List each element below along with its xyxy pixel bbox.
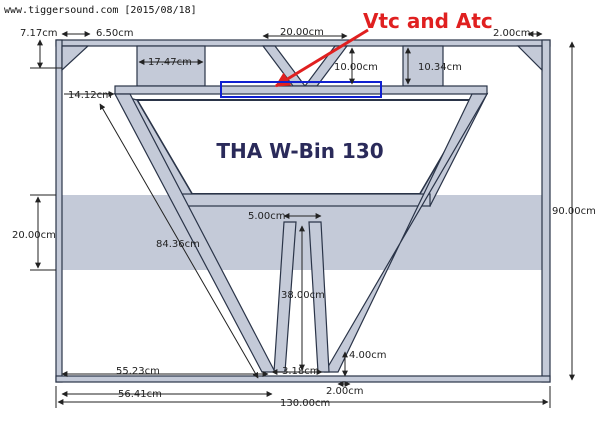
dim-block-height: 10.34cm bbox=[405, 47, 462, 85]
svg-text:55.23cm: 55.23cm bbox=[116, 366, 160, 377]
shelf-panel bbox=[114, 85, 488, 95]
svg-text:38.00cm: 38.00cm bbox=[281, 290, 325, 301]
slot-wall-right bbox=[308, 221, 330, 373]
svg-text:84.36cm: 84.36cm bbox=[156, 239, 200, 250]
horn-wall-right bbox=[323, 93, 489, 373]
svg-text:130.00cm: 130.00cm bbox=[280, 398, 330, 409]
svg-text:2.00cm: 2.00cm bbox=[493, 28, 531, 39]
dim-total-height: 90.00cm bbox=[552, 41, 596, 381]
left-wall bbox=[55, 39, 63, 383]
right-wall bbox=[541, 39, 551, 383]
dim-block-width: 17.47cm bbox=[138, 57, 204, 68]
dim-top-center-height: 10.00cm bbox=[334, 47, 378, 85]
svg-text:2.00cm: 2.00cm bbox=[326, 386, 364, 397]
dim-top-left-height: 7.17cm bbox=[20, 28, 62, 69]
dim-top-right-gap: 2.00cm bbox=[493, 28, 543, 39]
dim-bottom-height: 4.00cm bbox=[342, 350, 387, 377]
dim-total-width: 130.00cm bbox=[55, 386, 551, 409]
diagram-title: THA W-Bin 130 bbox=[216, 139, 383, 163]
dim-top-left-width: 6.50cm bbox=[61, 28, 134, 39]
svg-text:10.34cm: 10.34cm bbox=[418, 62, 462, 73]
svg-text:14.12cm: 14.12cm bbox=[68, 90, 112, 101]
highlight-box bbox=[220, 81, 382, 98]
dim-diagonal: 84.36cm bbox=[99, 103, 259, 379]
corner-brace-left bbox=[61, 45, 90, 72]
dim-bottom-left: 55.23cm bbox=[61, 366, 269, 377]
dim-band-height: 20.00cm bbox=[12, 194, 56, 271]
svg-text:4.00cm: 4.00cm bbox=[349, 350, 387, 361]
dim-bottom-slot: 3.18cm bbox=[271, 366, 323, 377]
callout-arrow bbox=[274, 28, 369, 88]
top-panel bbox=[55, 39, 551, 47]
svg-text:20.00cm: 20.00cm bbox=[280, 27, 324, 38]
svg-text:10.00cm: 10.00cm bbox=[334, 62, 378, 73]
chamber-floor bbox=[181, 193, 431, 207]
callout-label: Vtc and Atc bbox=[363, 9, 493, 33]
svg-text:20.00cm: 20.00cm bbox=[12, 230, 56, 241]
svg-text:6.50cm: 6.50cm bbox=[96, 28, 134, 39]
svg-text:56.41cm: 56.41cm bbox=[118, 389, 162, 400]
top-block-left bbox=[136, 45, 206, 87]
dim-slot-width: 5.00cm bbox=[248, 211, 322, 222]
svg-text:5.00cm: 5.00cm bbox=[248, 211, 286, 222]
watermark-text: www.tiggersound.com [2015/08/18] bbox=[4, 5, 197, 16]
svg-text:17.47cm: 17.47cm bbox=[148, 57, 192, 68]
svg-text:3.18cm: 3.18cm bbox=[282, 366, 320, 377]
dim-slot-height: 38.00cm bbox=[281, 225, 325, 371]
dim-top-center-width: 20.00cm bbox=[262, 27, 348, 39]
svg-text:90.00cm: 90.00cm bbox=[552, 206, 596, 217]
dim-bottom-offset: 56.41cm bbox=[61, 389, 273, 400]
corner-brace-right bbox=[516, 45, 543, 72]
svg-text:7.17cm: 7.17cm bbox=[20, 28, 58, 39]
dim-bottom-gap: 2.00cm bbox=[326, 381, 364, 397]
dim-shelf-left: 14.12cm bbox=[64, 90, 115, 101]
bottom-panel bbox=[55, 375, 551, 383]
